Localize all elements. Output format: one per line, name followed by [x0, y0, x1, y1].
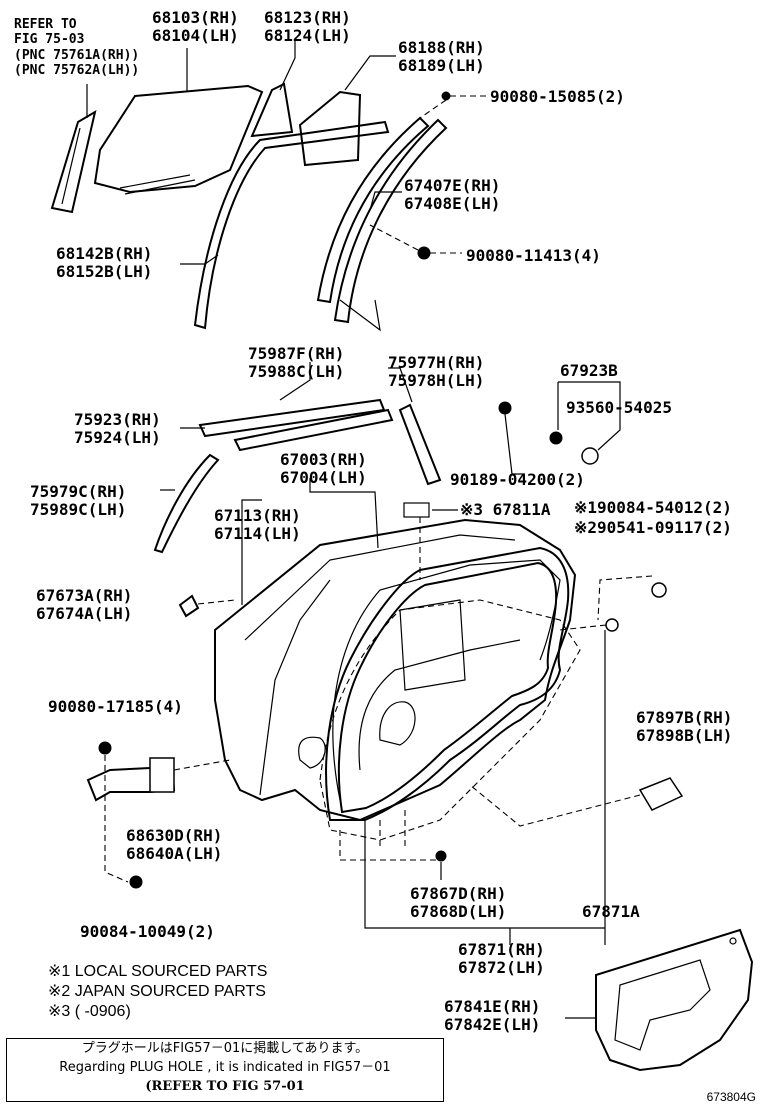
label-run-lh: 67408E(LH): [404, 194, 501, 213]
label-cushion-lh: 67674A(LH): [36, 604, 133, 623]
label-screw-top: 90080-15085(2): [490, 87, 625, 106]
notice-japanese: プラグホールはFIG57－01に掲載してあります。: [81, 1041, 369, 1056]
label-tape-rh: 75977H(RH): [388, 353, 485, 372]
screw-run-drawing: [417, 246, 431, 260]
label-service-hole-lh: 67842E(LH): [444, 1015, 541, 1034]
service-hole-cover-drawing: [595, 928, 754, 1072]
legend-note3: ※3 ( -0906): [48, 1003, 131, 1020]
inner-panel-outline: [319, 599, 581, 841]
label-belt-lh: 75924(LH): [74, 428, 161, 447]
refer-note-line2: FIG 75-03: [14, 32, 85, 47]
label-check-lh: 68640A(LH): [126, 844, 223, 863]
label-seal-lh: 67114(LH): [214, 524, 301, 543]
label-screw-run: 90080-11413(4): [466, 246, 601, 265]
refer-note-line4: (PNC 75762A(LH)): [14, 63, 140, 78]
screw-top-drawing: [441, 91, 451, 101]
refer-note-line1: REFER TO: [14, 17, 77, 32]
label-pad: ※3 67811A: [460, 500, 551, 519]
label-bolt-check: 90080-17185(4): [48, 697, 183, 716]
refer-note-line3: (PNC 75761A(RH)): [14, 48, 140, 63]
label-quarter-weather-rh: 68188(RH): [398, 38, 485, 57]
cushion-drawing: [178, 594, 200, 618]
notice-english: Regarding PLUG HOLE , it is indicated in…: [59, 1060, 391, 1075]
clip-weather-drawing: [435, 850, 447, 862]
label-weatherstrip-rh: 67871(RH): [458, 940, 545, 959]
label-cushion-rh: 67673A(RH): [36, 586, 133, 605]
label-note1-part: ※190084-54012(2): [574, 498, 732, 517]
legend-note1: ※1 LOCAL SOURCED PARTS: [48, 963, 268, 980]
label-seal-rh: 67113(RH): [214, 506, 301, 525]
figure-id: 673804G: [706, 1090, 756, 1104]
label-quarter-glass-rh: 68123(RH): [264, 8, 351, 27]
pillar-garnish-drawing: [153, 453, 220, 554]
label-quarter-weather-lh: 68189(LH): [398, 56, 485, 75]
refer-pillar-drawing: [50, 109, 97, 214]
label-cover-rh: 67897B(RH): [636, 708, 733, 727]
label-pillar-rh: 75979C(RH): [30, 482, 127, 501]
glass-run-drawing: [193, 120, 390, 330]
label-weatherstrip-lh: 67872(LH): [458, 958, 545, 977]
belt-molding-drawing: [198, 398, 386, 438]
pad-drawing: [403, 502, 430, 518]
label-note2-part: ※290541-09117(2): [574, 518, 732, 537]
label-clip-weather-lh: 67868D(LH): [410, 902, 507, 921]
plug-hole-notice: プラグホールはFIG57－01に掲載してあります。 Regarding PLUG…: [6, 1038, 444, 1102]
label-service-hole-rh: 67841E(RH): [444, 997, 541, 1016]
label-check-rh: 68630D(RH): [126, 826, 223, 845]
weatherstrip-drawing: [325, 546, 570, 821]
label-pillar-lh: 75989C(LH): [30, 500, 127, 519]
label-weatherstrip-sub: 67871A: [582, 902, 640, 921]
label-cover-lh: 67898B(LH): [636, 726, 733, 745]
quarter-glass-drawing: [250, 82, 294, 138]
clip-90189-drawing: [498, 401, 512, 415]
label-panel-rh: 67003(RH): [280, 450, 367, 469]
label-glass-rh: 68103(RH): [152, 8, 239, 27]
division-run-drawing: [316, 116, 448, 332]
label-glass-run-lh: 68152B(LH): [56, 262, 153, 281]
legend-note2: ※2 JAPAN SOURCED PARTS: [48, 983, 266, 1000]
hole-cover-drawing: [638, 777, 684, 811]
label-clip-weather-rh: 67867D(RH): [410, 884, 507, 903]
label-panel-lh: 67004(LH): [280, 468, 367, 487]
clip-right-drawing: [651, 582, 667, 598]
label-bolt-check-bottom: 90084-10049(2): [80, 922, 215, 941]
label-clip-set: 67923B: [560, 361, 618, 380]
door-panel-drawing: [214, 518, 577, 822]
label-glass-lh: 68104(LH): [152, 26, 239, 45]
door-check-drawing: [86, 741, 231, 889]
notice-reference: (REFER TO FIG 57-01: [145, 1079, 305, 1094]
label-clip-90189: 90189-04200(2): [450, 470, 585, 489]
label-belt-rh: 75923(RH): [74, 410, 161, 429]
label-molding-rh: 75987F(RH): [248, 344, 345, 363]
label-molding-lh: 75988C(LH): [248, 362, 345, 381]
door-glass-drawing: [93, 84, 264, 195]
quarter-weatherstrip-drawing: [298, 90, 362, 167]
label-glass-run-rh: 68142B(RH): [56, 244, 153, 263]
label-screw-clip: 93560-54025: [566, 398, 672, 417]
label-tape-lh: 75978H(LH): [388, 371, 485, 390]
label-run-rh: 67407E(RH): [404, 176, 501, 195]
label-quarter-glass-lh: 68124(LH): [264, 26, 351, 45]
